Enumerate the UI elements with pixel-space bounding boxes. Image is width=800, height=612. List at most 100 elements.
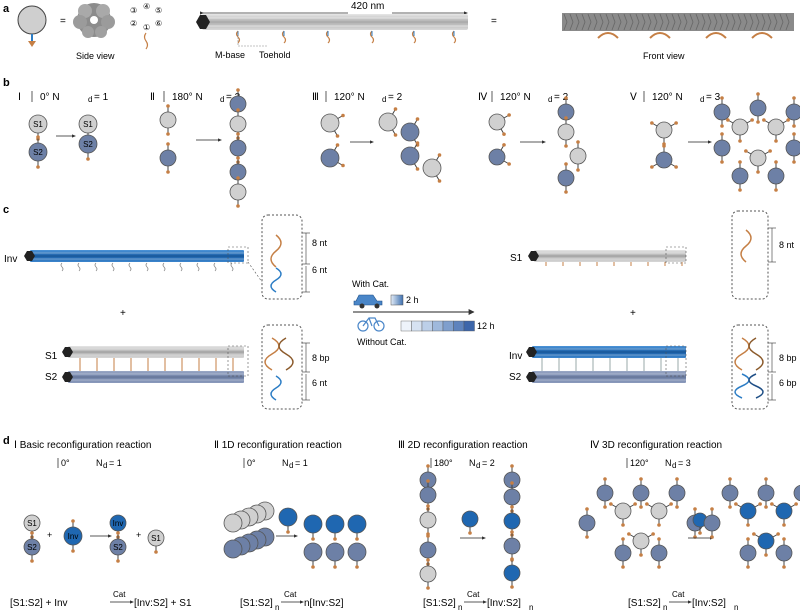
structure-node [557, 116, 575, 148]
helix-texture [779, 13, 784, 31]
d-angle-1: 0° [61, 458, 70, 468]
d-nd-tail-4: = 3 [678, 458, 691, 468]
toehold-strand [162, 262, 166, 272]
s1-rod-right [528, 250, 686, 262]
eq2-sub: n [275, 603, 279, 612]
structure-node [557, 162, 575, 194]
nt6-label-s1s2: 6 nt [312, 378, 328, 388]
structure-node [229, 176, 247, 208]
roman-numeral-4: Ⅳ [478, 92, 488, 103]
helix-texture [617, 13, 622, 31]
structure-node [419, 558, 437, 590]
helix-texture [569, 13, 574, 31]
helix-texture [701, 13, 706, 31]
spec-tail-4: = 2 [554, 92, 569, 103]
eq3-right: [Inv:S2] [487, 598, 521, 609]
node-label: S2 [33, 148, 43, 157]
d-nd-sub-3: d [476, 461, 480, 470]
eq3-left: [S1:S2] [423, 598, 456, 609]
zoom-box-inv [227, 214, 310, 300]
s1-label-right: S1 [510, 253, 523, 264]
eq2-cat: Cat [284, 590, 297, 599]
toehold-strand [196, 262, 200, 272]
helix-texture [683, 13, 688, 31]
roman-numeral-1: Ⅰ [18, 92, 21, 103]
bp8-label-s1s2: 8 bp [312, 353, 330, 363]
structure-node [159, 142, 177, 174]
helix-texture [767, 13, 772, 31]
structure-node [503, 530, 521, 562]
structure-node [347, 542, 367, 569]
front-view-structure [562, 13, 794, 39]
time-12h-label: 12 h [477, 321, 495, 331]
spec-5: 120° N [652, 92, 683, 103]
title-3d: Ⅳ 3D reconfiguration reaction [590, 440, 722, 451]
helix-num-3: ③ [130, 6, 137, 15]
structure-node [757, 477, 775, 509]
structure-node [744, 149, 772, 174]
helix-texture [761, 13, 766, 31]
structure-node [609, 502, 637, 527]
node-label: S2 [113, 543, 123, 552]
length-label: 420 nm [351, 1, 384, 12]
helix-texture [593, 13, 598, 31]
nt8-label-inv: 8 nt [312, 238, 328, 248]
d-nd-tail-2: = 1 [295, 458, 308, 468]
equation-2d: [S1:S2] n Cat [Inv:S2] n [423, 590, 533, 612]
structure-node [713, 132, 731, 164]
helix-texture [665, 13, 670, 31]
structure-node [731, 160, 749, 192]
front-view-label: Front view [643, 51, 685, 61]
side-view-label: Side view [76, 51, 115, 61]
eq4-left: [S1:S2] [628, 598, 661, 609]
structure-node [650, 537, 668, 569]
panel-a: a = Side view ③ ④ ⑤ ② ⑥ ① 420 nm [3, 1, 794, 61]
helix-texture [659, 13, 664, 31]
panel-c-label: c [3, 204, 9, 216]
helix-texture [575, 13, 580, 31]
toehold-strand [128, 262, 132, 272]
toehold-strand [451, 30, 457, 44]
structure-node [488, 143, 511, 166]
d-nd-1: N [96, 458, 103, 468]
structure-node: S1 [78, 114, 98, 141]
helix-texture [563, 13, 568, 31]
panel-b-label: b [3, 77, 10, 89]
structure-node [596, 477, 614, 509]
structure-node: S1 [28, 114, 48, 141]
gradient-cell [442, 320, 454, 332]
s1-label-left: S1 [45, 351, 58, 362]
s2-rod [62, 371, 244, 383]
rod-circle-icon [17, 5, 47, 47]
helix-num-1: ① [143, 23, 150, 32]
structure-node [278, 507, 298, 534]
equation-3d: [S1:S2] n Cat [Inv:S2] n [628, 590, 738, 612]
structure-node: S2 [78, 134, 98, 161]
structure-node [785, 96, 800, 128]
d-nd-3: N [469, 458, 476, 468]
helix-texture [629, 13, 634, 31]
s2-label-right: S2 [509, 372, 522, 383]
gradient-cell [421, 320, 433, 332]
spec-4: 120° N [500, 92, 531, 103]
spec-tail-3: = 2 [388, 92, 403, 103]
spec-tail-5: = 3 [706, 92, 721, 103]
helix-texture [581, 13, 586, 31]
d-angle-2: 0° [247, 458, 256, 468]
toehold-strand [179, 262, 183, 272]
toehold-strand [369, 30, 375, 44]
structure-node [422, 153, 442, 183]
gradient-cell [411, 320, 423, 332]
structure-node [419, 479, 437, 511]
spec-3: 120° N [334, 92, 365, 103]
structure-node [767, 160, 785, 192]
node-label: S1 [27, 519, 37, 528]
time-2h-label: 2 h [406, 295, 419, 305]
helix-texture [677, 13, 682, 31]
structure-node [320, 143, 345, 168]
structure-node: S1 [147, 529, 165, 554]
car-icon [353, 294, 383, 309]
toehold-strand [325, 30, 331, 44]
structure-node [734, 502, 762, 527]
